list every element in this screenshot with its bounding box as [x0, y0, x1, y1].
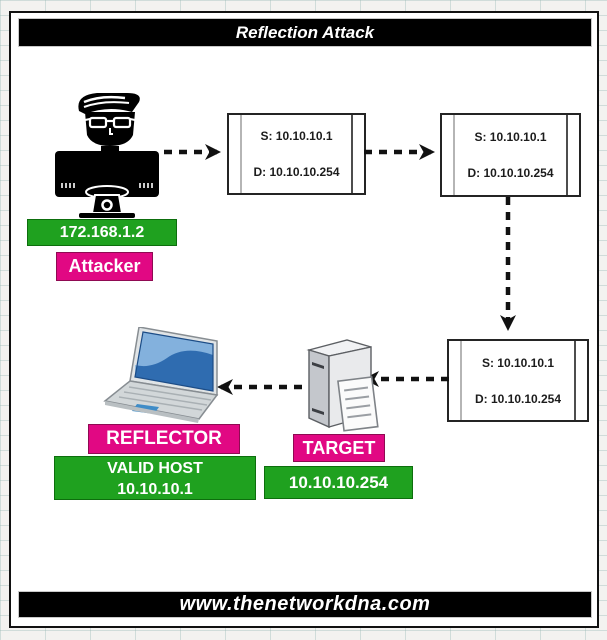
diagram-title: Reflection Attack [18, 18, 592, 47]
target-role-label: TARGET [293, 434, 385, 462]
reflector-host-label: VALID HOST 10.10.10.1 [54, 456, 256, 500]
reflector-role-label: REFLECTOR [88, 424, 240, 454]
attacker-role-label: Attacker [56, 252, 153, 281]
packet2-source: S: 10.10.10.1 [474, 130, 547, 144]
laptop-icon [103, 326, 231, 431]
packet3-source: S: 10.10.10.1 [481, 355, 555, 370]
packet1-destination: D: 10.10.10.254 [253, 165, 340, 179]
packet3-destination: D: 10.10.10.254 [474, 391, 562, 406]
reflector-host-line2: 10.10.10.1 [117, 481, 193, 498]
footer-website-url: www.thenetworkdna.com [18, 591, 592, 618]
server-icon [297, 335, 385, 435]
packet-box-1: S: 10.10.10.1 D: 10.10.10.254 [227, 113, 366, 195]
packet-box-2: S: 10.10.10.1 D: 10.10.10.254 [440, 113, 581, 197]
target-ip-label: 10.10.10.254 [264, 466, 413, 499]
attacker-ip-label: 172.168.1.2 [27, 219, 177, 246]
packet2-destination: D: 10.10.10.254 [467, 166, 554, 180]
packet-box-3: S: 10.10.10.1 D: 10.10.10.254 [447, 339, 589, 422]
reflector-host-line1: VALID HOST [107, 460, 203, 477]
packet1-source: S: 10.10.10.1 [260, 129, 333, 143]
hacker-at-computer-icon [51, 91, 163, 223]
diagram-canvas: Reflection Attack [9, 11, 599, 628]
arrow-layer [164, 144, 516, 395]
